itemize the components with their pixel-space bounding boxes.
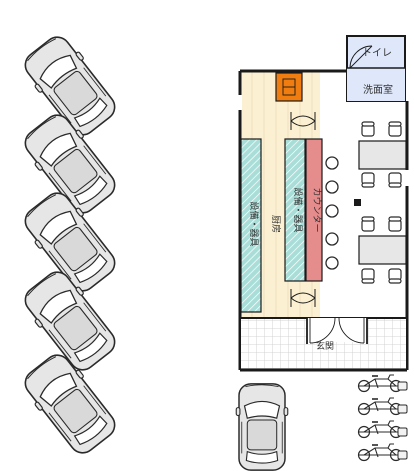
building: トイレ 洗面室 設備・器具 厨房 設備・器具 カウンター — [238, 35, 409, 372]
bicycle-icon — [357, 443, 408, 462]
door-swing-icon — [309, 317, 365, 344]
table-set-bottom — [358, 216, 407, 284]
table-set-top — [358, 121, 407, 188]
car-topview-icon — [16, 347, 124, 461]
bicycle-icon — [357, 397, 408, 416]
stool-icon — [325, 204, 339, 218]
table-icon — [358, 235, 407, 265]
table-icon — [358, 140, 407, 170]
chair-icon — [361, 121, 375, 137]
counter-label: カウンター — [311, 187, 322, 232]
counter — [305, 138, 323, 282]
door-swing-icon — [349, 45, 373, 69]
equipment-left-label: 設備・器具 — [248, 201, 260, 246]
chair-icon — [388, 216, 402, 232]
washroom-area — [347, 68, 405, 101]
kitchen-label: 厨房 — [270, 215, 282, 233]
parking-cars — [16, 29, 124, 461]
chair-icon — [388, 121, 402, 137]
car-topview-icon — [235, 383, 289, 471]
door-swing-icon — [290, 112, 316, 130]
chair-icon — [361, 216, 375, 232]
bicycle-icon — [357, 420, 408, 439]
stool-icon — [325, 180, 339, 194]
stools — [325, 156, 339, 270]
equipment-right-label: 設備・器具 — [292, 187, 304, 232]
stool-icon — [325, 156, 339, 170]
toilet-label: トイレ — [362, 48, 392, 59]
washroom-label: 洗面室 — [363, 83, 393, 96]
chair-icon — [361, 268, 375, 284]
pillar — [354, 199, 361, 206]
bicycles — [357, 374, 408, 462]
chair-icon — [388, 268, 402, 284]
equipment-left — [240, 138, 262, 313]
chair-icon — [361, 172, 375, 188]
chair-icon — [388, 172, 402, 188]
stool-icon — [325, 232, 339, 246]
door-swing-icon — [290, 289, 316, 307]
bicycle-icon — [357, 374, 408, 393]
equipment-right — [284, 138, 306, 282]
car-topview-icon — [16, 264, 124, 378]
stool-icon — [325, 256, 339, 270]
entrance-label: 玄関 — [316, 340, 334, 352]
